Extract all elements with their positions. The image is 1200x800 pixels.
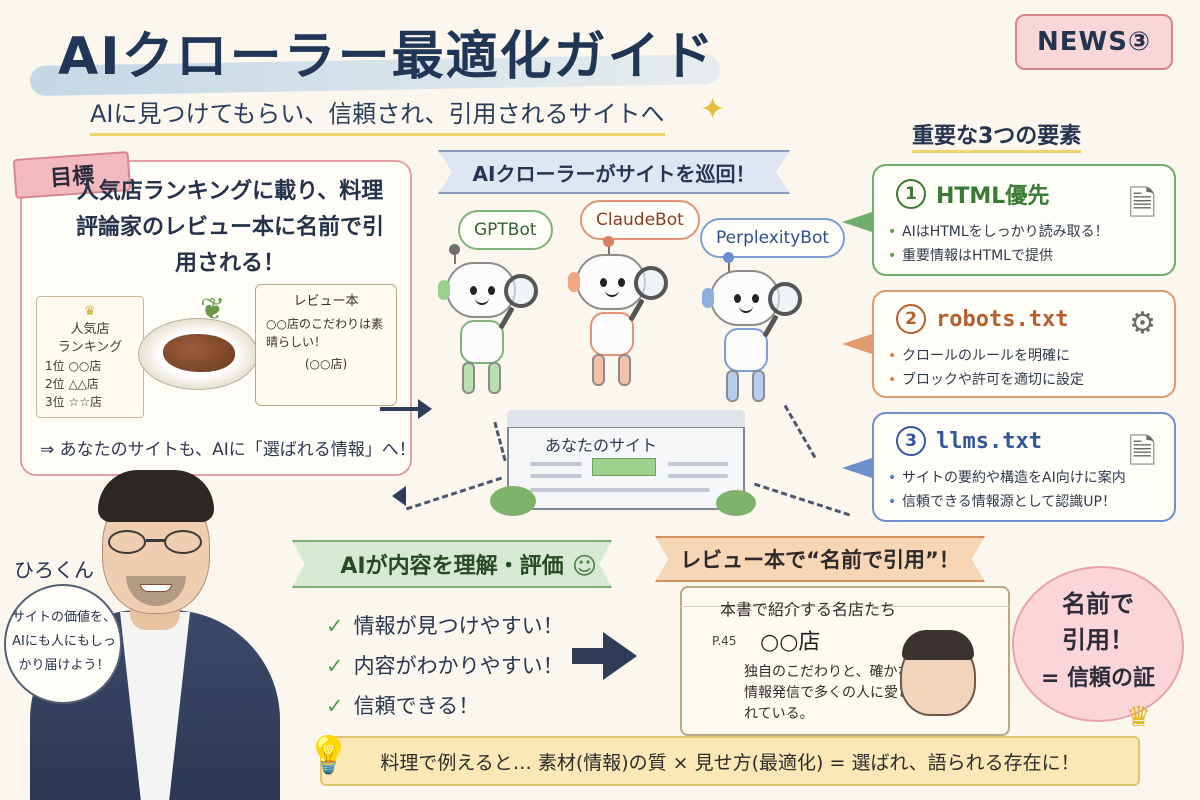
card-bullet: サイトの要約や構造をAI向けに案内 (888, 466, 1160, 490)
check-label: 内容がわかりやすい！ (353, 654, 564, 678)
glasses-icon (108, 530, 204, 554)
ranking-card: ♛ 人気店 ランキング 1位 ○○店 2位 △△店 3位 ☆☆店 (36, 296, 144, 418)
requirement-card-llms: 3 llms.txt サイトの要約や構造をAI向けに案内 信頼できる情報源として… (872, 412, 1176, 522)
check-icon: ✓ (326, 614, 344, 638)
sparkle-icon: ✦ (700, 92, 726, 127)
path-dashes (783, 404, 817, 459)
number-badge: 2 (896, 304, 926, 334)
card-bullet: クロールのルールを明確に (888, 344, 1160, 368)
site-highlight (592, 458, 656, 476)
check-icon: ✓ (326, 694, 344, 718)
crown-icon: ♛ (84, 304, 96, 319)
crown-icon: ♛ (1126, 700, 1152, 733)
check-label: 情報が見つけやすい！ (353, 614, 564, 638)
arrow-head (392, 486, 406, 506)
bush-illustration (716, 490, 756, 516)
check-item: ✓ 情報が見つけやすい！ (326, 606, 564, 646)
path-dashes (493, 421, 507, 462)
book-title: 本書で紹介する名店たち (720, 600, 897, 619)
ranking-item: 3位 ☆☆店 (45, 395, 102, 409)
site-label: あなたのサイト (545, 436, 658, 455)
check-item: ✓ 内容がわかりやすい！ (326, 646, 564, 686)
page-title: AIクローラー最適化ガイド (58, 27, 716, 87)
requirement-card-html: 1 HTML優先 AIはHTMLをしっかり読み取る！ 重要情報はHTMLで提供 … (872, 164, 1176, 276)
reviewer-hair (902, 630, 974, 660)
claudebot-robot (562, 236, 672, 390)
arrow-right-icon (572, 648, 606, 664)
cloud-subtext: = 信頼の証 (1040, 666, 1156, 691)
perplexitybot-robot (696, 252, 806, 406)
review-book-name: (○○店) (304, 357, 348, 371)
card-bullet: 重要情報はHTMLで提供 (888, 244, 1160, 268)
ranking-item: 1位 ○○店 (45, 359, 102, 373)
cloud-line: 名前で (1062, 590, 1134, 618)
check-icon: ✓ (326, 654, 344, 678)
book-shop-name: ○○店 (760, 630, 821, 655)
review-book-text: ○○店のこだわりは素晴らしい！ (266, 317, 383, 349)
card-pointer (842, 212, 872, 232)
speech-text: サイトの価値を、AIにも人にもしっかり届けよう！ (11, 610, 116, 673)
check-item: ✓ 信頼できる！ (326, 686, 564, 726)
path-dashes (753, 482, 851, 517)
book-divider (680, 606, 1010, 607)
claudebot-bubble: ClaudeBot (580, 200, 700, 240)
card-title: llms.txt (936, 428, 1042, 454)
arrow-line (380, 407, 420, 411)
robot-icon: ⚙ (1129, 306, 1156, 341)
ranking-item: 2位 △△店 (45, 377, 99, 391)
arrow-right-icon (603, 632, 637, 680)
book-page-number: P.45 (712, 634, 737, 648)
crawler-banner: AIクローラーがサイトを巡回！ (438, 150, 790, 194)
news-badge: NEWS③ (1015, 14, 1173, 70)
card-title: HTML優先 (936, 184, 1050, 209)
card-bullet: AIはHTMLをしっかり読み取る！ (888, 220, 1160, 244)
speech-bubble (4, 584, 122, 704)
quote-cloud (1012, 566, 1184, 722)
bush-illustration (490, 486, 536, 516)
book-description: 独自のこだわりと、確かな情報発信で多くの人に愛されている。 (744, 664, 912, 722)
card-title: robots.txt (936, 306, 1069, 332)
path-dashes (405, 476, 503, 511)
herb-icon: ❦ (200, 292, 226, 327)
smile-icon: ☺ (572, 552, 598, 580)
card-bullet: 信頼できる情報源として認識UP！ (888, 490, 1160, 514)
cloud-line: 引用！ (1062, 626, 1134, 654)
review-book-title: レビュー本 (293, 294, 359, 309)
number-badge: 3 (896, 426, 926, 456)
goal-text: 人気店ランキングに載り、料理評論家のレビュー本に名前で引用される！ (75, 179, 384, 276)
requirement-card-robots: 2 robots.txt クロールのルールを明確に ブロックや許可を適切に設定 … (872, 290, 1176, 398)
perplexitybot-bubble: PerplexityBot (700, 218, 846, 258)
person-smile (140, 584, 172, 592)
bottom-message: 料理で例えると… 素材(情報)の質 × 見せ方(最適化) = 選ばれ、語られる存… (320, 736, 1140, 786)
lightbulb-icon: 💡 (306, 735, 351, 776)
document-icon: 🗎 (1128, 184, 1156, 224)
gptbot-robot (432, 244, 542, 398)
card-pointer (842, 458, 872, 478)
document-icon: 🗎 (1128, 432, 1156, 472)
page-subtitle: AIに見つけてもらい、信頼され、引用されるサイトへ (90, 94, 665, 136)
review-book: レビュー本 ○○店のこだわりは素晴らしい！ (○○店) (255, 284, 397, 406)
goal-footer: ⇒ あなたのサイトも、AIに「選ばれる情報」へ！ (40, 440, 416, 460)
cloud-text: 名前で 引用！ (1020, 586, 1176, 658)
card-bullet: ブロックや許可を適切に設定 (888, 368, 1160, 392)
review-banner: レビュー本で“名前で引用”！ (655, 536, 985, 582)
person-hair (98, 470, 214, 522)
steak-illustration (163, 334, 235, 372)
understand-banner: AIが内容を理解・評価 (292, 540, 612, 588)
card-pointer (842, 334, 872, 354)
person-name: ひろくん (14, 558, 94, 582)
browser-bar (507, 410, 745, 428)
arrow-head (418, 399, 432, 419)
number-badge: 1 (896, 179, 926, 209)
requirements-title: 重要な3つの要素 (912, 118, 1082, 153)
check-list: ✓ 情報が見つけやすい！ ✓ 内容がわかりやすい！ ✓ 信頼できる！ (326, 606, 564, 726)
check-label: 信頼できる！ (353, 694, 480, 718)
ranking-title: 人気店 ランキング (57, 322, 123, 355)
gptbot-bubble: GPTBot (458, 210, 553, 250)
